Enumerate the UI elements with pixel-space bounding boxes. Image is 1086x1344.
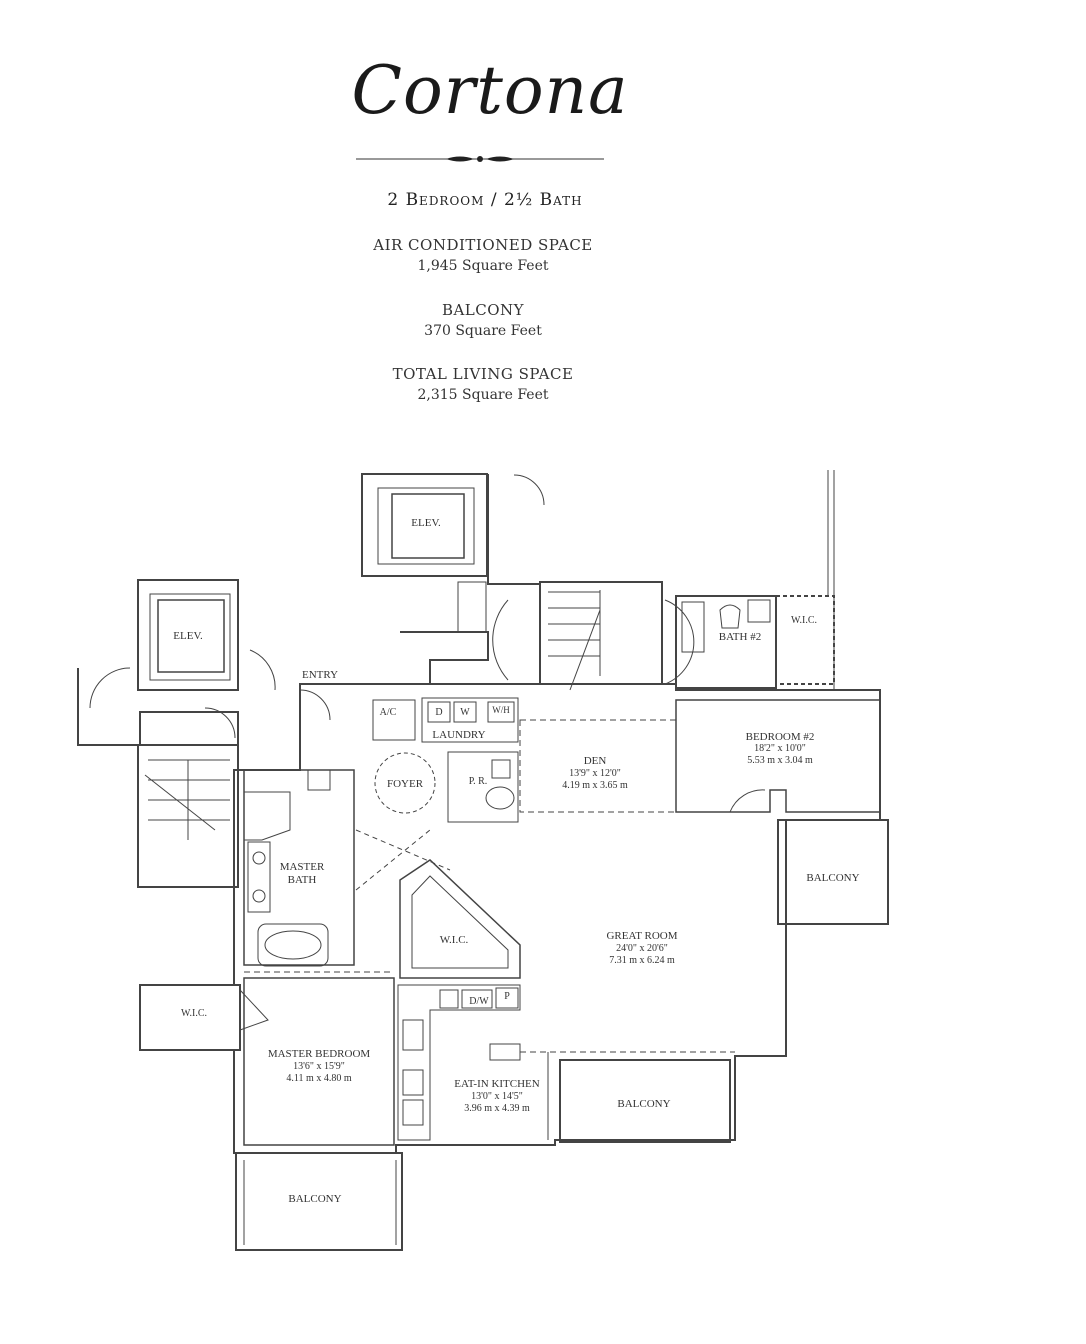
den-m: 4.19 m x 3.65 m <box>562 780 628 791</box>
elev-left-shaft <box>137 579 239 691</box>
left-wic-room <box>139 984 241 1051</box>
left-wic-label: W.I.C. <box>181 1008 207 1019</box>
balcony-space-label: BALCONY <box>441 301 525 319</box>
center-stair <box>539 581 663 685</box>
entry-label: ENTRY <box>302 669 338 681</box>
ac-space-block: AIR CONDITIONED SPACE 1,945 Square Feet <box>283 236 683 274</box>
master-bedroom-ft: 13'6" x 15'9" <box>293 1061 345 1072</box>
bath2-wic-room <box>775 595 835 685</box>
master-bath-label-1: MASTER <box>280 861 325 873</box>
page-title: Cortona <box>351 52 629 129</box>
master-bedroom-m: 4.11 m x 4.80 m <box>286 1073 351 1084</box>
water-heater-label: W/H <box>492 705 510 715</box>
bath2-label: BATH #2 <box>719 631 761 643</box>
ac-space-value: 1,945 Square Feet <box>417 258 549 274</box>
foyer-area <box>374 752 436 814</box>
powder-room <box>447 751 519 823</box>
total-space-block: TOTAL LIVING SPACE 2,315 Square Feet <box>283 365 683 403</box>
unit-type: 2 Bedroom / 2½ Bath <box>387 190 583 210</box>
powder-room-label: P. R. <box>469 776 488 787</box>
den-name: DEN <box>584 755 607 767</box>
master-wic-room <box>399 859 521 979</box>
master-bedroom-name: MASTER BEDROOM <box>268 1048 371 1060</box>
master-bath-label-2: BATH <box>288 874 317 886</box>
header: Cortona 2 Bedroom / 2½ Bath AIR CONDITIO… <box>0 0 1086 420</box>
bedroom2-m: 5.53 m x 3.04 m <box>747 755 813 766</box>
laundry-room <box>421 697 519 743</box>
left-stair <box>137 744 239 888</box>
den-ft: 13'9" x 12'0" <box>569 768 621 779</box>
kitchen-m: 3.96 m x 4.39 m <box>464 1103 530 1114</box>
kitchen-room <box>397 984 521 1141</box>
balcony-right-label: BALCONY <box>806 872 859 884</box>
total-space-value: 2,315 Square Feet <box>417 387 549 403</box>
balcony-bottom-area <box>235 1152 403 1251</box>
great-room-name: GREAT ROOM <box>606 930 677 942</box>
dryer-label: D <box>435 707 442 718</box>
ac-space-label: AIR CONDITIONED SPACE <box>373 236 593 254</box>
balcony-space-block: BALCONY 370 Square Feet <box>283 301 683 339</box>
foyer-label: FOYER <box>387 778 424 790</box>
balcony-bottom-label: BALCONY <box>288 1193 341 1205</box>
ac-label: A/C <box>380 707 397 718</box>
elev-top-label: ELEV. <box>411 517 441 529</box>
dishwasher-label: D/W <box>469 996 489 1007</box>
elev-left-label: ELEV. <box>173 630 203 642</box>
great-room-ft: 24'0" x 20'6" <box>616 943 668 954</box>
bedroom2-name: BEDROOM #2 <box>746 731 815 743</box>
balcony-right-area <box>777 819 889 925</box>
bedroom2-ft: 18'2" x 10'0" <box>754 743 806 754</box>
balcony-center-area <box>559 1059 731 1143</box>
master-bedroom-room <box>243 977 395 1146</box>
ac-closet <box>372 699 416 741</box>
great-room-m: 7.31 m x 6.24 m <box>609 955 675 966</box>
bedroom2-room <box>675 699 881 813</box>
total-space-label: TOTAL LIVING SPACE <box>392 365 574 383</box>
kitchen-name: EAT-IN KITCHEN <box>454 1078 539 1090</box>
bath2-wic-label: W.I.C. <box>791 615 817 626</box>
master-wic-label: W.I.C. <box>440 934 469 946</box>
pantry-label: P <box>504 991 510 1002</box>
laundry-label: LAUNDRY <box>432 729 485 741</box>
den-room <box>519 719 677 813</box>
washer-label: W <box>460 707 470 718</box>
balcony-center-label: BALCONY <box>617 1098 670 1110</box>
title-ornament-icon <box>356 156 604 162</box>
balcony-space-value: 370 Square Feet <box>424 323 542 339</box>
kitchen-ft: 13'0" x 14'5" <box>471 1091 523 1102</box>
